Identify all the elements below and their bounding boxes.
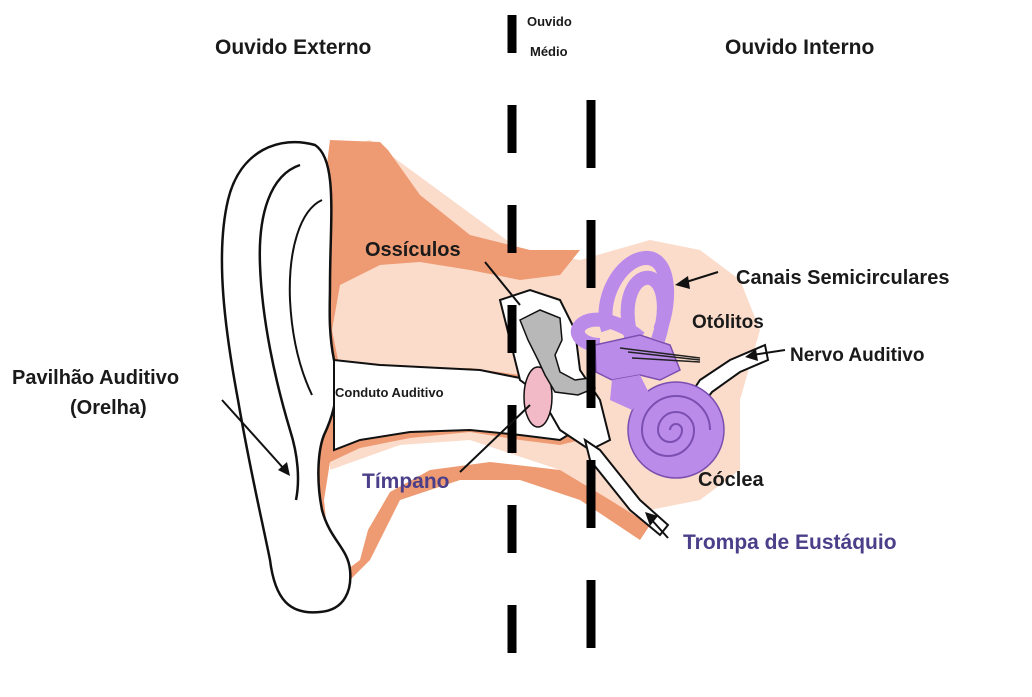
pinna-label-2: (Orelha) (70, 397, 147, 419)
pinna (222, 142, 350, 612)
pinna-label-1: Pavilhão Auditivo (12, 367, 179, 389)
semicircular-canals-label: Canais Semicirculares (736, 267, 949, 289)
eustachian-tube-label: Trompa de Eustáquio (683, 531, 897, 554)
region-inner-label: Ouvido Interno (725, 36, 874, 59)
region-middle-label-1: Ouvido (527, 14, 572, 29)
otoliths-label: Otólitos (692, 312, 764, 333)
eardrum-label: Tímpano (362, 470, 450, 493)
region-middle-label-2: Médio (530, 44, 568, 59)
region-outer-label: Ouvido Externo (215, 36, 371, 59)
auditory-nerve-label: Nervo Auditivo (790, 345, 924, 366)
cochlea-label: Cóclea (698, 469, 764, 491)
ossicles-label: Ossículos (365, 239, 461, 261)
ear-canal-label: Conduto Auditivo (335, 385, 444, 400)
